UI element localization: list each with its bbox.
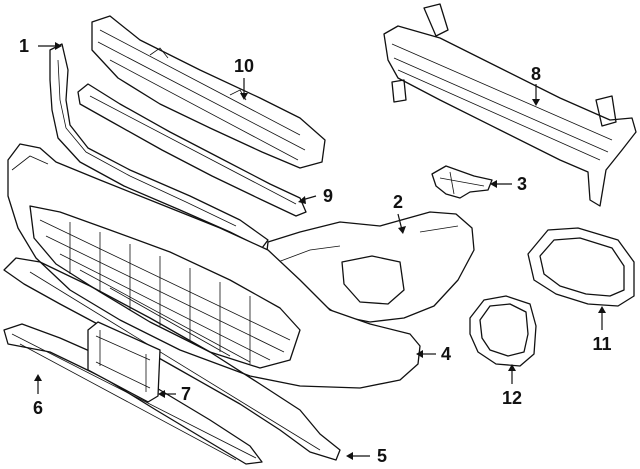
- callout-12: 12: [502, 388, 522, 408]
- callout-6: 6: [33, 398, 43, 418]
- part-6-lower-trim: [3, 323, 263, 465]
- arrowhead-11: [598, 306, 606, 313]
- part-1-upper-strip: [49, 43, 269, 249]
- part-12-fog-bezel-small: [469, 295, 537, 367]
- callout-10: 10: [234, 56, 254, 76]
- arrowhead-2: [398, 226, 406, 234]
- part-11-fog-bezel-large: [527, 227, 635, 307]
- part-10-upper-absorber: [91, 15, 326, 169]
- callout-1: 1: [19, 36, 29, 56]
- arrowhead-4: [416, 350, 423, 358]
- callout-4: 4: [441, 344, 451, 364]
- arrowhead-1: [55, 42, 62, 50]
- callout-5: 5: [377, 446, 387, 466]
- arrowhead-5: [346, 452, 353, 460]
- arrowhead-8: [532, 99, 540, 106]
- arrowhead-9: [298, 196, 306, 204]
- callout-2: 2: [393, 192, 403, 212]
- arrowhead-3: [490, 180, 497, 188]
- callout-8: 8: [531, 64, 541, 84]
- part-9-molding-strip: [77, 83, 307, 217]
- part-4-lower-fascia: [7, 143, 421, 389]
- part-7-license-bracket: [87, 321, 161, 403]
- arrowhead-6: [34, 374, 42, 381]
- arrowhead-12: [508, 364, 516, 371]
- callouts: 1 2 3 4 5 6 7 8 9 10 11 12: [19, 36, 612, 466]
- leader-lines: [34, 42, 606, 460]
- part-8-reinforcement-beam: [383, 3, 637, 207]
- callout-3: 3: [517, 174, 527, 194]
- arrowhead-7: [158, 390, 165, 398]
- callout-7: 7: [181, 384, 191, 404]
- part-3-bracket: [431, 165, 493, 199]
- arrowhead-10: [240, 93, 248, 100]
- callout-11: 11: [592, 334, 611, 354]
- callout-9: 9: [323, 186, 333, 206]
